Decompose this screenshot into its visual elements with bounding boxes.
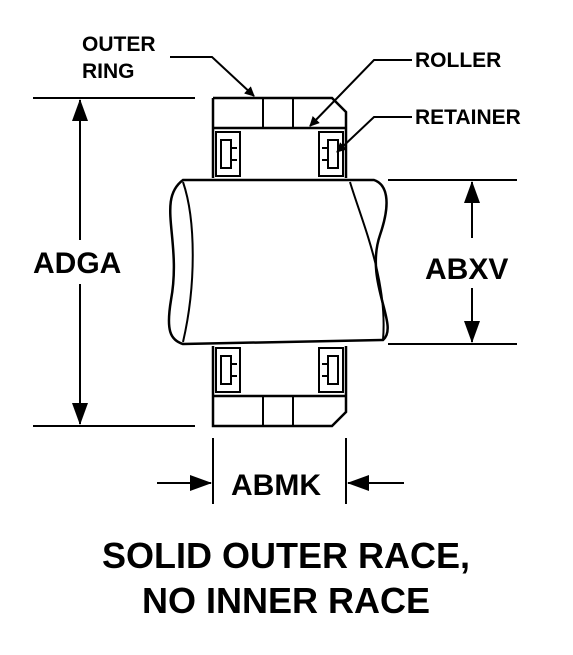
roller-label: ROLLER — [415, 49, 501, 72]
dimension-label-abxv: ABXV — [425, 253, 508, 286]
outer-ring-label-line1: OUTER — [82, 33, 156, 56]
callout-leaders — [170, 56, 412, 153]
caption-line2: NO INNER RACE — [142, 580, 430, 621]
dimension-label-adga: ADGA — [33, 247, 121, 280]
outer-ring-label-line2: RING — [82, 60, 135, 83]
retainer-label: RETAINER — [415, 106, 521, 129]
caption-line1: SOLID OUTER RACE, — [102, 535, 470, 576]
dimension-label-abmk: ABMK — [231, 469, 321, 502]
roller-body — [167, 178, 389, 346]
upper-bearing-section — [211, 96, 348, 178]
extension-lines — [33, 97, 517, 504]
lower-bearing-section — [211, 346, 348, 428]
